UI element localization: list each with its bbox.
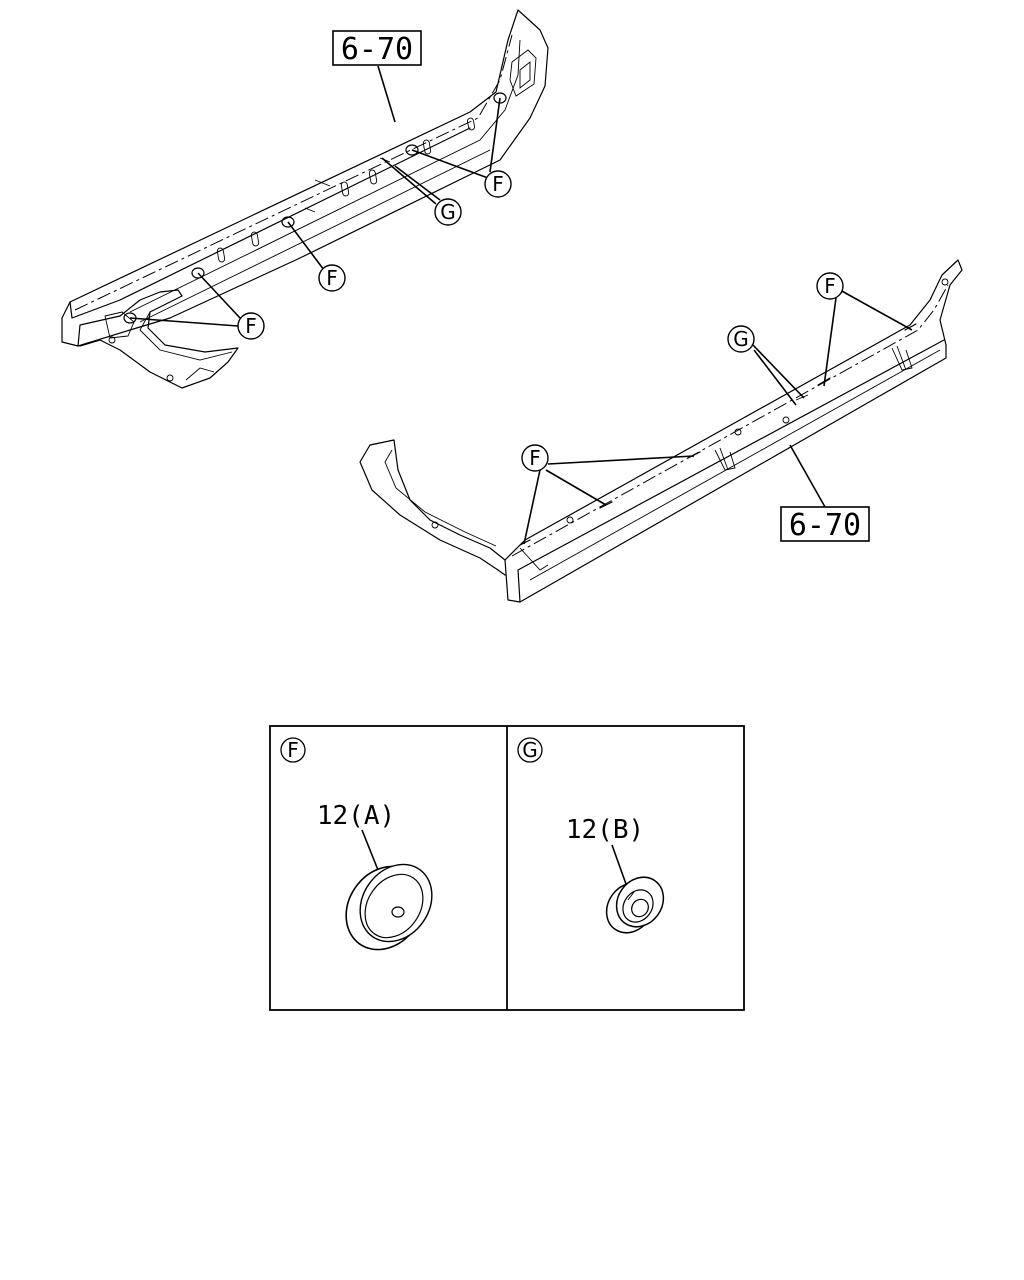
part-label-12a: 12(A) (317, 801, 395, 831)
leader-g-lower-a (751, 343, 805, 399)
ref-box-bottom: 6-70 (780, 506, 870, 543)
leader-f-upper-right-a (411, 149, 489, 179)
callout-g-lower: G (727, 325, 755, 353)
svg-text:G: G (440, 200, 456, 224)
callout-f-upper-left: F (237, 312, 265, 340)
grommet-b-icon (605, 876, 665, 934)
callout-f-lower: F (521, 444, 549, 472)
part-label-12b: 12(B) (566, 815, 644, 845)
ref-label-top: 6-70 (341, 32, 413, 67)
leader-f-lower-a (547, 455, 695, 465)
callout-f-upper-mid: F (318, 264, 346, 292)
leader-f-upper-left-b (129, 317, 239, 327)
callout-f-lower-top: F (816, 272, 844, 300)
svg-text:G: G (733, 327, 749, 351)
leader-g-upper-b (394, 165, 441, 201)
detail-panels: F 12(A) G 12(B) (269, 725, 745, 1011)
svg-text:F: F (326, 266, 338, 290)
svg-text:F: F (245, 314, 257, 338)
leader-f-upper-left-a (197, 272, 241, 319)
panel-g-callout: G (517, 737, 543, 763)
svg-text:F: F (287, 738, 299, 762)
grommet-a-icon (345, 863, 433, 951)
svg-text:F: F (492, 172, 504, 196)
leader-f-lower-c (523, 469, 541, 545)
lower-side-sill (359, 259, 963, 603)
leader-g-upper-a (381, 157, 437, 205)
leader-ref-top (377, 65, 396, 123)
ref-box-top: 6-70 (332, 30, 422, 67)
upper-side-sill (61, 9, 549, 389)
panel-f: F 12(A) (280, 737, 433, 951)
svg-text:F: F (529, 446, 541, 470)
leader-f-upper-mid (287, 221, 325, 271)
leader-f-lower-b (545, 469, 607, 506)
leader-f-lower-top-a (839, 289, 913, 331)
leader-part-12a (361, 829, 379, 871)
leader-ref-bottom (789, 444, 826, 508)
leader-f-lower-top-b (823, 297, 837, 387)
svg-text:G: G (522, 738, 538, 762)
leader-part-12b (611, 844, 627, 885)
ref-label-bottom: 6-70 (789, 508, 861, 543)
callout-g-upper: G (434, 198, 462, 226)
leader-g-lower-b (753, 349, 797, 406)
panel-g: G 12(B) (517, 737, 665, 934)
leader-f-upper-right-b (489, 97, 501, 173)
callout-f-upper-right: F (484, 170, 512, 198)
panel-f-callout: F (280, 737, 306, 763)
svg-text:F: F (824, 274, 836, 298)
